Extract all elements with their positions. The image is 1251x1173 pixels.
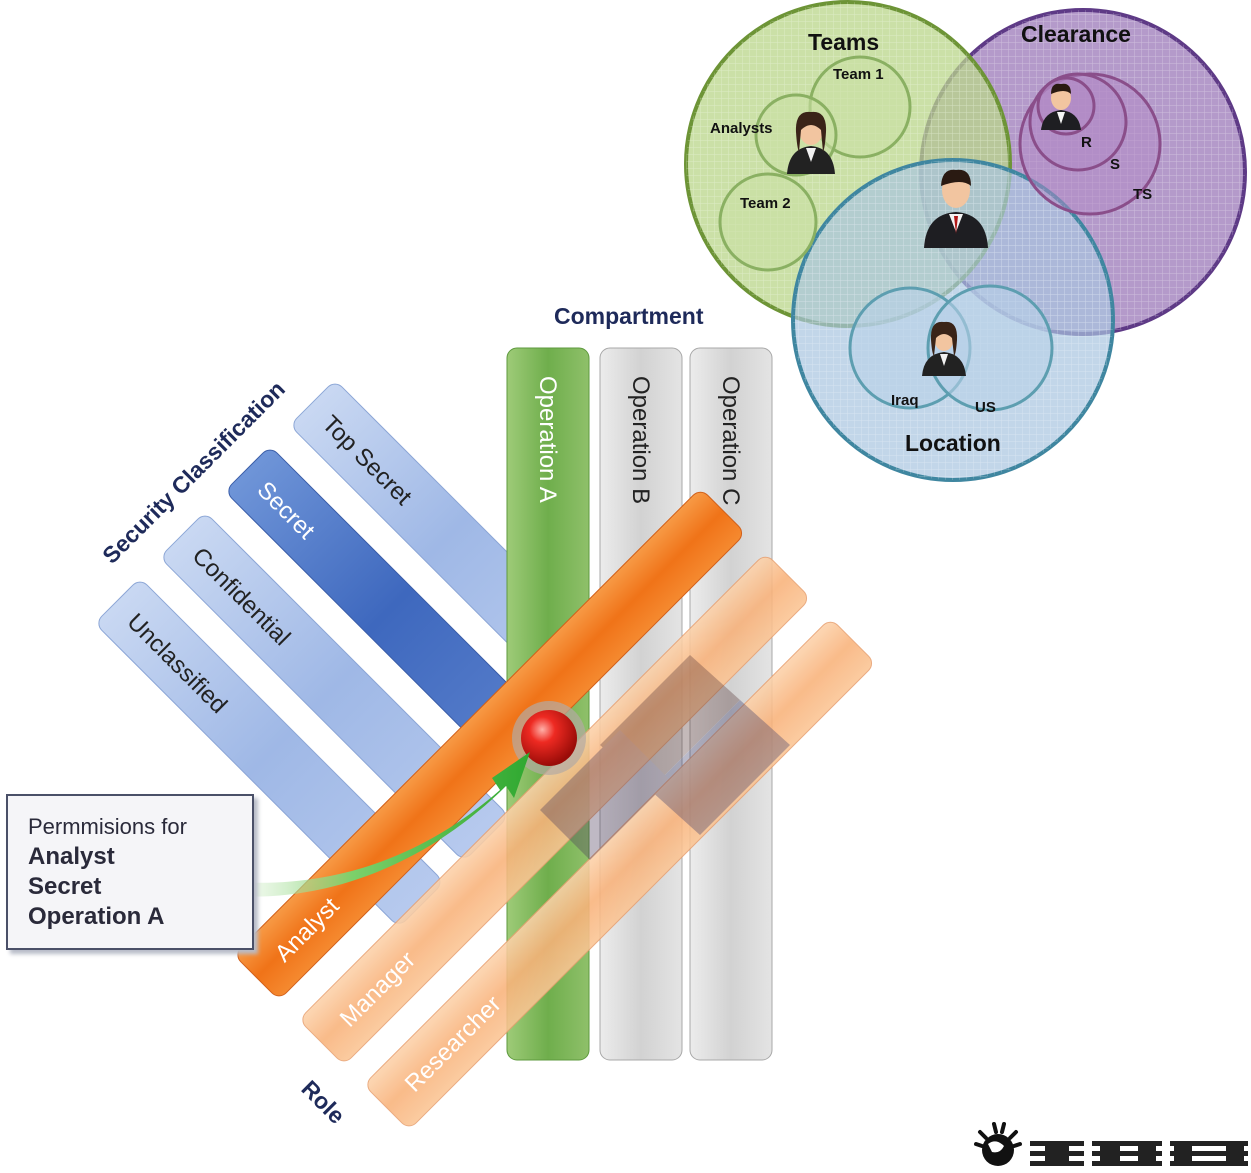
person-icon — [922, 321, 966, 376]
compartment-title: Compartment — [554, 303, 704, 329]
clearance-ts: TS — [1133, 186, 1152, 203]
arrow-icon — [235, 752, 530, 897]
callout-role: Analyst — [28, 843, 115, 870]
permission-highlight — [512, 701, 586, 775]
person-icon — [1041, 83, 1081, 130]
team1-label: Team 1 — [833, 66, 884, 83]
clearance-s: S — [1110, 156, 1120, 173]
teams-title: Teams — [808, 29, 879, 55]
clearance-title: Clearance — [1021, 21, 1131, 47]
callout-compartment: Operation A — [28, 903, 165, 930]
ibm-logo — [974, 1122, 1248, 1166]
callout-classification: Secret — [28, 873, 102, 900]
permissions-callout: Permmisions for Analyst Secret Operation… — [6, 794, 254, 950]
us-label: US — [975, 399, 996, 416]
label-operation-a: Operation A — [534, 376, 561, 503]
role-title: Role — [296, 1075, 350, 1129]
callout-intro: Permmisions for — [28, 814, 187, 839]
intersection-shading — [540, 655, 790, 860]
location-title: Location — [905, 430, 1001, 456]
analysts-label: Analysts — [710, 120, 773, 137]
team2-label: Team 2 — [740, 195, 791, 212]
person-icon — [787, 111, 835, 174]
person-icon — [924, 169, 988, 248]
band-manager: Manager — [302, 556, 808, 1062]
ibm-wordmark — [1030, 1141, 1248, 1166]
label-operation-c: Operation C — [717, 376, 744, 505]
globe-icon — [974, 1122, 1022, 1166]
label-operation-b: Operation B — [627, 376, 654, 504]
iraq-label: Iraq — [891, 392, 919, 409]
clearance-r: R — [1081, 134, 1092, 151]
venn-diagram: Teams Team 1 Analysts Team 2 Clearance R… — [684, 0, 1247, 482]
